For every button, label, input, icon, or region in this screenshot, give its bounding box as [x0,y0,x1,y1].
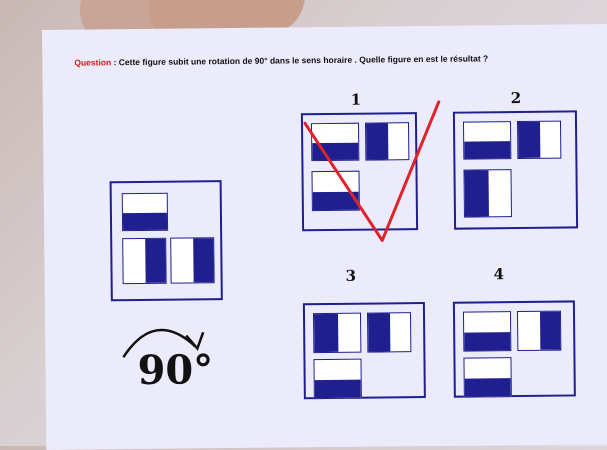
puzzle-card: Question : Cette figure subit une rotati… [42,23,607,450]
rotation-arrow-icon [122,328,205,358]
check-mark-icon [303,100,441,242]
